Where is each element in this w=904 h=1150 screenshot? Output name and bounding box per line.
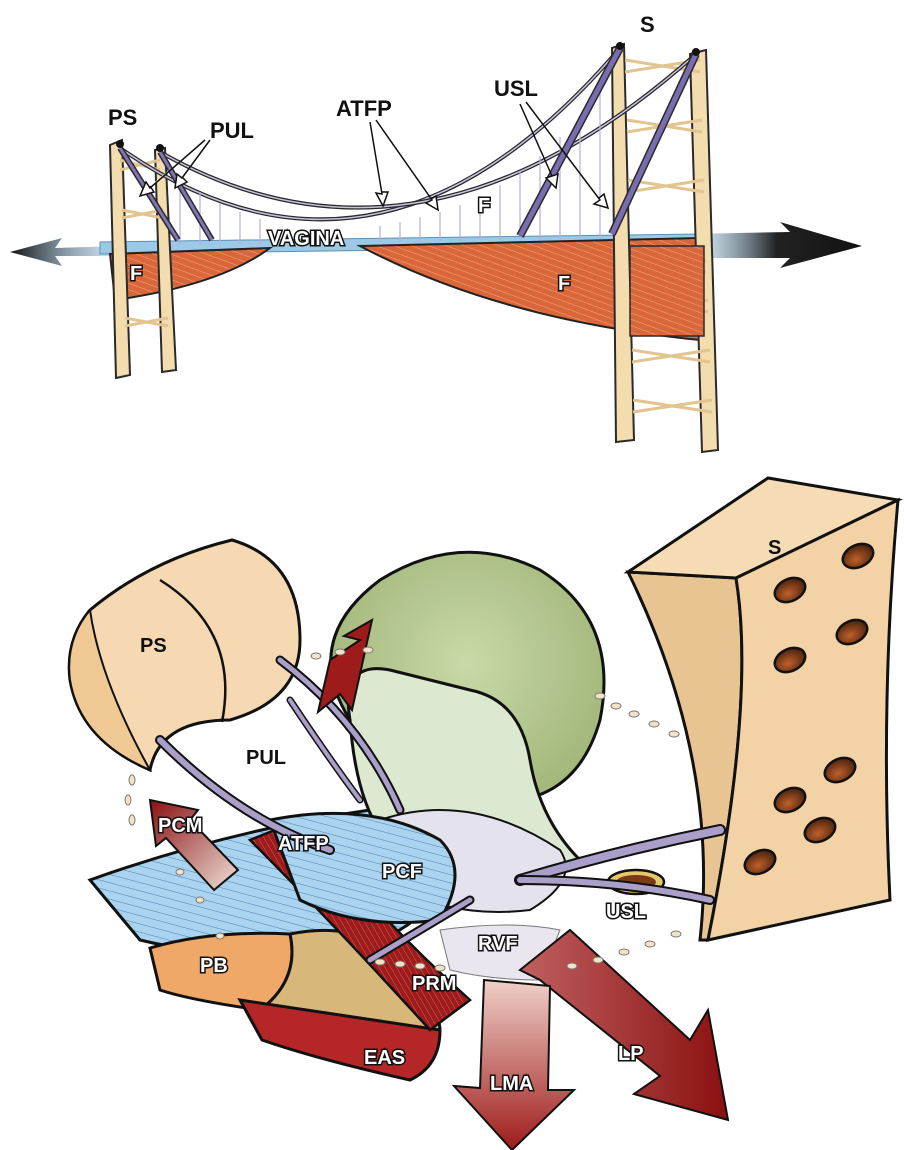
left-tower-outer (110, 140, 130, 378)
label-rvf: RVF (478, 933, 518, 955)
label-f-right: F (558, 273, 570, 295)
label-usl-top: USL (494, 76, 538, 101)
bridge-diagram: PS PUL ATFP USL S VAGINA F F F (10, 12, 862, 452)
label-pcm: PCM (158, 815, 202, 837)
label-atfp-top: ATFP (336, 96, 392, 121)
label-pb: PB (200, 955, 228, 977)
label-ps-bottom: PS (140, 635, 167, 657)
tower-cap (156, 144, 164, 152)
tower-cap (692, 48, 700, 56)
label-atfp-bottom: ATFP (278, 833, 329, 855)
lma-arrow (454, 980, 574, 1150)
right-arrow (690, 222, 862, 268)
label-lp: LP (618, 1043, 644, 1065)
label-pul-top: PUL (210, 118, 254, 143)
label-prm: PRM (412, 973, 456, 995)
label-vagina: VAGINA (268, 228, 344, 250)
label-s-top: S (640, 12, 655, 37)
label-f-left: F (130, 263, 142, 285)
label-s-bottom: S (768, 537, 781, 559)
right-tower-deck-block (630, 246, 704, 336)
label-f-mid: F (478, 195, 490, 217)
label-pcf: PCF (382, 861, 422, 883)
label-lma: LMA (490, 1073, 533, 1095)
tower-cap (616, 42, 624, 50)
label-pul-bottom: PUL (246, 747, 286, 769)
pelvic-anatomy-diagram: S PS PUL PCM ATFP PCF USL PB RVF PRM EAS… (69, 478, 898, 1150)
label-eas: EAS (364, 1047, 405, 1069)
label-usl-bottom: USL (606, 901, 646, 923)
label-ps-top: PS (108, 105, 137, 130)
tower-cap (116, 140, 124, 148)
